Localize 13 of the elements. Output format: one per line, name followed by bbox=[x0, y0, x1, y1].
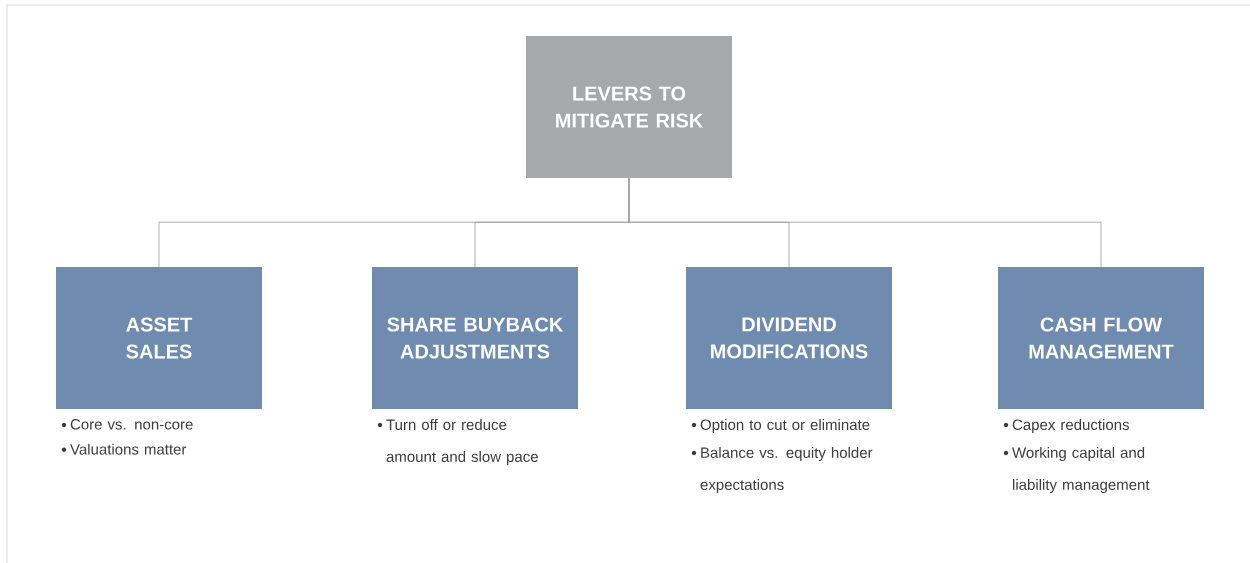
category-box: ASSET SALES bbox=[56, 267, 262, 409]
connector-line bbox=[628, 177, 1102, 268]
bullet-text: Turn off or reduce amount and slow pace bbox=[386, 419, 538, 465]
bullet-text: Option to cut or eliminate bbox=[700, 419, 870, 433]
bullet-text: Working capital and liability management bbox=[1012, 447, 1150, 493]
category-box: LEVERS TO MITIGATE RISK bbox=[526, 36, 732, 178]
bullet-text: Core vs. non-core bbox=[70, 419, 193, 430]
category-box: SHARE BUYBACK ADJUSTMENTS bbox=[372, 267, 578, 409]
bullet-text: Capex reductions bbox=[1012, 419, 1129, 433]
category-box: DIVIDEND MODIFICATIONS bbox=[686, 267, 892, 409]
category-box: CASH FLOW MANAGEMENT bbox=[998, 267, 1204, 409]
bullet-text: Valuations matter bbox=[70, 443, 187, 455]
bullet-text: Balance vs. equity holder expectations bbox=[700, 447, 873, 493]
